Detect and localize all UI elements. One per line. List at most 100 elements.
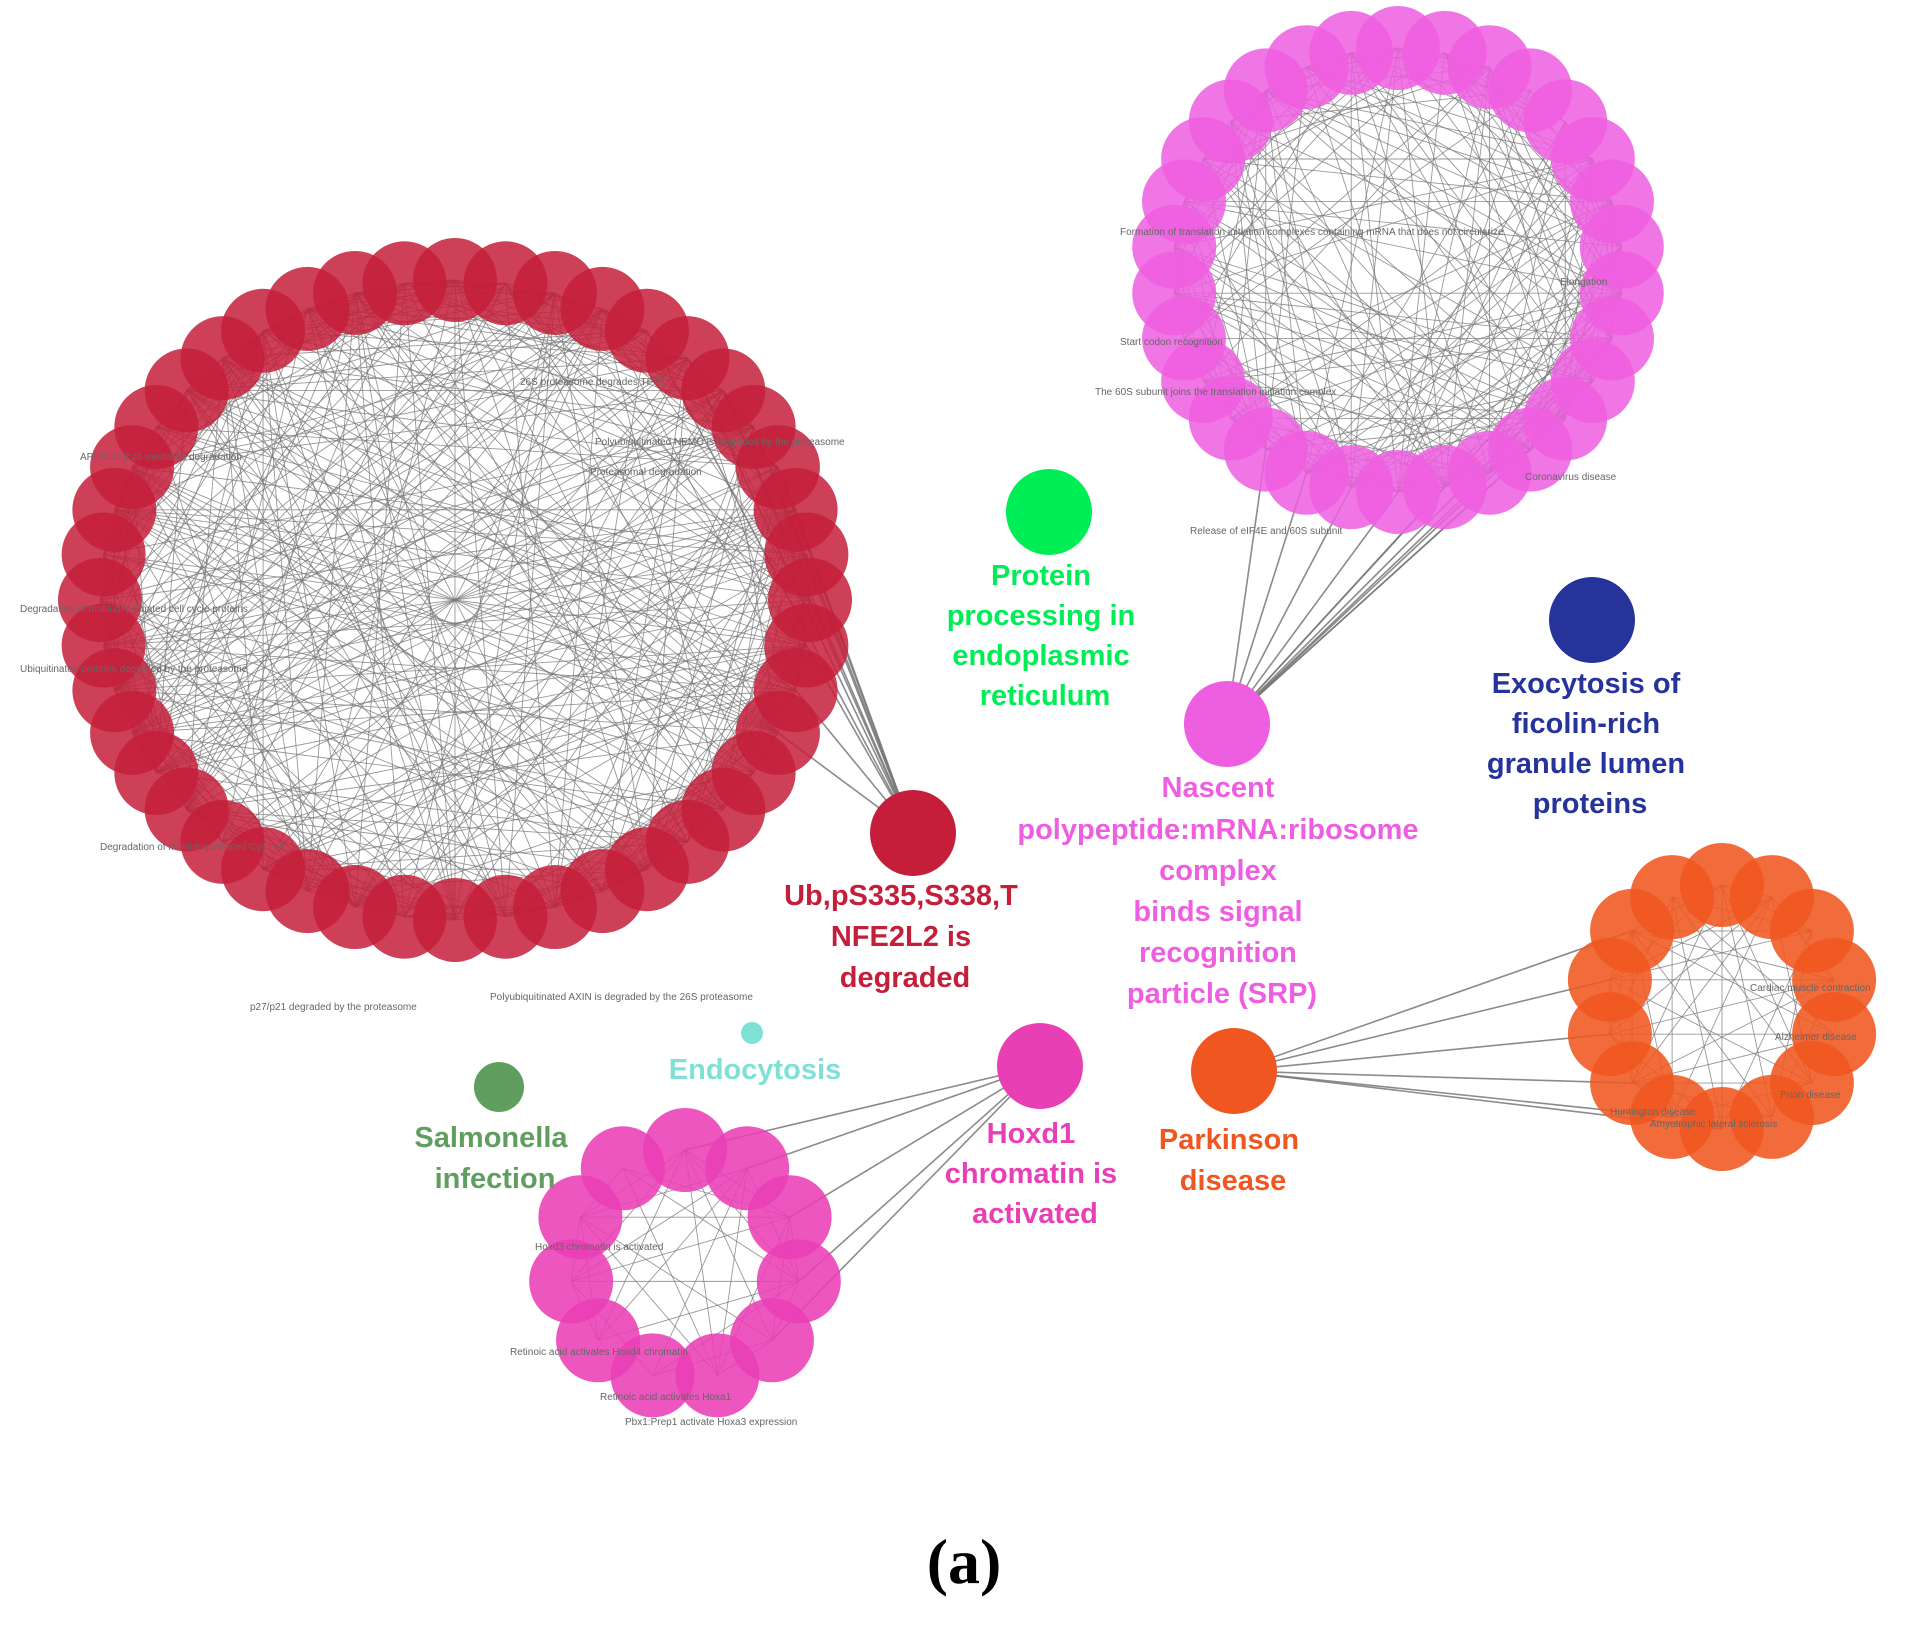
red-cluster-edge (114, 282, 405, 691)
ub-hub-node (870, 790, 956, 876)
red-cluster-edge (186, 292, 556, 810)
network-nodes (58, 6, 1877, 1418)
red-node-label: Polyubiquitinated NEMO is degraded by th… (595, 437, 845, 448)
red-cluster-edge (222, 689, 796, 843)
magenta-cluster-edge (1174, 246, 1593, 382)
magenta-cluster-edge (1174, 158, 1593, 248)
magenta-node-label: Elongation (1560, 277, 1607, 288)
red-cluster-edge (156, 554, 807, 774)
red-cluster-edge (114, 509, 811, 601)
red-cluster-edge (554, 426, 755, 908)
nascent-spoke (1226, 491, 1399, 725)
orange-node-label: Alzheimer disease (1775, 1032, 1857, 1043)
red-cluster-edge (114, 689, 778, 734)
cluster-node-labels: 26S proteasome degrades TP73Polyubiquiti… (20, 227, 1871, 1428)
magenta-cluster-edge (1202, 158, 1490, 474)
red-cluster-edge (354, 357, 688, 908)
magenta-node-label: Formation of translation initiation comp… (1120, 227, 1504, 238)
red-cluster-edge (222, 358, 264, 870)
red-cluster-edge (262, 330, 779, 734)
magenta-cluster-edge (1230, 121, 1446, 488)
orange-node-label: Amyotrophic lateral sclerosis (1650, 1119, 1777, 1130)
nascent-spoke (1226, 486, 1352, 725)
magenta-cluster-edge (1173, 52, 1446, 294)
red-cluster-edge (262, 330, 506, 917)
magenta-cluster-edge (1230, 121, 1352, 488)
red-cluster-edge (114, 509, 807, 555)
red-cluster-edge (132, 645, 807, 734)
hub-label-salmonella: Salmonella infection (414, 1122, 575, 1195)
exocytosis-hub-node (1549, 577, 1635, 663)
red-cluster-edge (354, 292, 754, 774)
red-cluster-edge (404, 283, 456, 921)
red-node-label: Polyubiquitinated AXIN is degraded by th… (490, 992, 753, 1003)
magenta-cluster-edge (1444, 52, 1594, 382)
red-cluster-edge (222, 645, 807, 843)
red-cluster-edge (103, 292, 556, 646)
red-cluster-edge (646, 426, 755, 870)
pink-cluster-node (580, 1126, 665, 1211)
magenta-cluster-edge (1265, 89, 1613, 202)
magenta-cluster-edge (1174, 292, 1566, 419)
hub-label-parkinson: Parkinson disease (1159, 1124, 1307, 1197)
red-node-label: APC/C:Cdc20 mediated degradation (80, 452, 242, 463)
red-cluster-edge (354, 390, 724, 908)
red-cluster-edge (186, 390, 556, 908)
red-cluster-edge (131, 466, 724, 810)
magenta-cluster-edge (1350, 52, 1399, 493)
magenta-cluster-node (1309, 10, 1394, 95)
red-cluster-edge (222, 357, 603, 892)
red-cluster-edge (99, 426, 754, 601)
red-cluster-edge (307, 308, 796, 511)
magenta-cluster-edge (1202, 158, 1446, 488)
red-cluster-edge (354, 292, 456, 921)
magenta-cluster-edge (1489, 121, 1566, 473)
red-cluster-edge (186, 357, 688, 391)
pink-node-label: Retinoic acid activates Hoxa1 (600, 1392, 732, 1403)
magenta-cluster-edge (1202, 158, 1531, 450)
red-cluster-edge (307, 645, 807, 892)
red-cluster-edge (131, 282, 506, 734)
red-node-label: Degradation of multiubiquitinated Cyclin… (100, 842, 285, 853)
magenta-cluster-edge (1265, 90, 1446, 488)
red-cluster-edge (222, 357, 754, 428)
red-cluster-edge (505, 283, 556, 908)
red-cluster-edge (114, 308, 603, 691)
red-cluster-edge (186, 308, 603, 810)
magenta-cluster-edge (1265, 201, 1613, 450)
red-cluster-edge (131, 308, 603, 734)
red-cluster-edge (131, 466, 688, 843)
parkinson-spoke (1233, 1033, 1610, 1072)
parkinson-spoke (1233, 1070, 1633, 1084)
red-cluster-edge (132, 689, 796, 734)
red-cluster-edge (99, 599, 456, 921)
red-node-label: Ubiquitinated proteins degraded by the p… (20, 664, 248, 675)
magenta-cluster-edge (1265, 67, 1307, 450)
red-cluster-edge (222, 357, 506, 917)
magenta-cluster-edge (1306, 66, 1622, 248)
parkinson-spoke (1233, 1070, 1673, 1118)
magenta-cluster-edge (1174, 158, 1593, 294)
red-cluster-edge (262, 772, 754, 870)
red-cluster-edge (155, 426, 308, 892)
red-cluster-edge (354, 554, 807, 908)
magenta-node-label: Start codon recognition (1120, 337, 1223, 348)
red-cluster-edge (131, 466, 456, 921)
red-cluster-edge (186, 390, 506, 917)
magenta-cluster-edge (1306, 67, 1446, 488)
red-cluster-edge (354, 292, 688, 843)
red-cluster-edge (156, 426, 648, 870)
red-cluster-edge (404, 390, 724, 917)
parkinson-spoke (1233, 979, 1611, 1072)
red-cluster-edge (103, 645, 648, 870)
red-node-label: 26S proteasome degrades TP73 (520, 377, 665, 388)
red-cluster-edge (222, 357, 779, 734)
red-cluster-edge (186, 390, 779, 734)
magenta-cluster-edge (1350, 52, 1566, 419)
red-cluster-edge (132, 466, 807, 555)
hub-label-exocytosis: Exocytosis of ficolin-rich granule lumen… (1487, 668, 1693, 820)
magenta-cluster-edge (1203, 380, 1566, 419)
orange-cluster-node (1630, 855, 1715, 940)
red-cluster-edge (186, 390, 603, 892)
red-cluster-edge (262, 330, 356, 908)
